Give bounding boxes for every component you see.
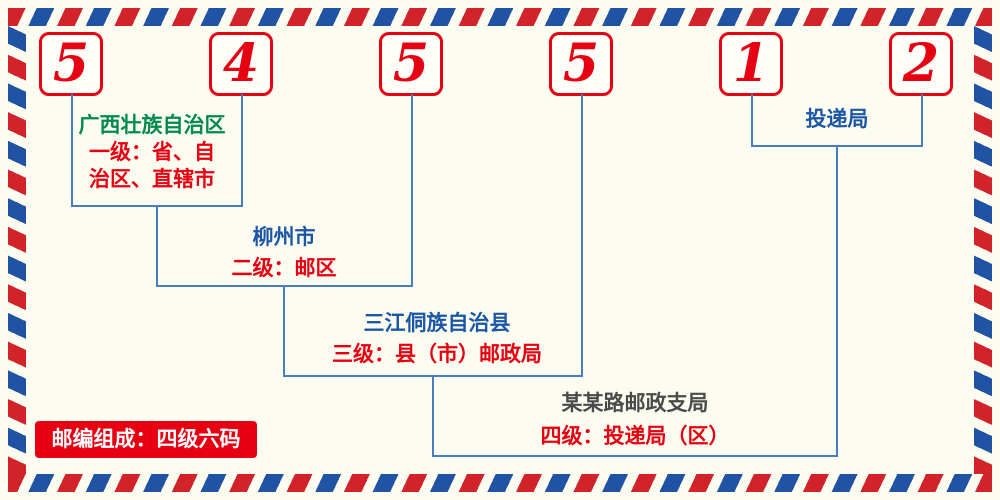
connector-digit5-drop: [751, 94, 753, 145]
connector-delivery-to-level4: [836, 145, 838, 455]
composition-badge: 邮编组成：四级六码: [35, 421, 257, 458]
airmail-border-left: [8, 26, 26, 474]
digit-1: 5: [52, 33, 90, 94]
digit-box-1: 5: [39, 32, 103, 96]
level1-desc-line2: 治区、直辖市: [89, 167, 215, 191]
label-level1: 广西壮族自治区 一级：省、自 治区、直辖市: [57, 112, 247, 193]
level2-desc: 二级：邮区: [231, 256, 337, 280]
digit-box-4: 5: [549, 32, 613, 96]
digit-2: 4: [222, 33, 260, 94]
level4-desc: 四级：投递局（区）: [540, 424, 730, 448]
digit-5: 1: [732, 33, 770, 94]
connector-digit3-drop: [411, 94, 413, 285]
bracket-level4-bottom: [432, 455, 838, 457]
delivery-place: 投递局: [805, 107, 869, 131]
level1-desc-line1: 一级：省、自: [89, 140, 215, 164]
label-level4: 某某路邮政支局 四级：投递局（区）: [485, 390, 785, 449]
level3-place: 三江侗族自治县: [363, 311, 511, 335]
digit-box-3: 5: [379, 32, 443, 96]
connector-level2-to-level3: [283, 285, 285, 375]
level2-place: 柳州市: [252, 225, 316, 249]
airmail-border-bottom: [8, 474, 992, 492]
label-level2: 柳州市 二级：邮区: [166, 224, 402, 281]
connector-level3-to-level4: [432, 375, 434, 455]
label-delivery: 投递局: [737, 106, 937, 133]
digit-6: 2: [902, 33, 940, 94]
level1-desc: 一级：省、自 治区、直辖市: [57, 139, 247, 193]
connector-digit6-drop: [921, 94, 923, 145]
digit-box-2: 4: [209, 32, 273, 96]
level3-desc: 三级：县（市）邮政局: [332, 342, 542, 366]
airmail-border-top: [8, 8, 992, 26]
level4-place: 某某路邮政支局: [561, 391, 709, 415]
connector-digit4-drop: [581, 94, 583, 375]
label-level3: 三江侗族自治县 三级：县（市）邮政局: [287, 310, 587, 367]
digit-3: 5: [392, 33, 430, 94]
digit-4: 5: [562, 33, 600, 94]
digit-box-5: 1: [719, 32, 783, 96]
connector-digit2-drop: [241, 94, 243, 205]
level1-place: 广西壮族自治区: [78, 113, 226, 137]
digit-box-6: 2: [889, 32, 953, 96]
connector-level1-to-level2: [156, 205, 158, 285]
connector-digit1-drop: [71, 94, 73, 205]
airmail-border-right: [974, 26, 992, 474]
